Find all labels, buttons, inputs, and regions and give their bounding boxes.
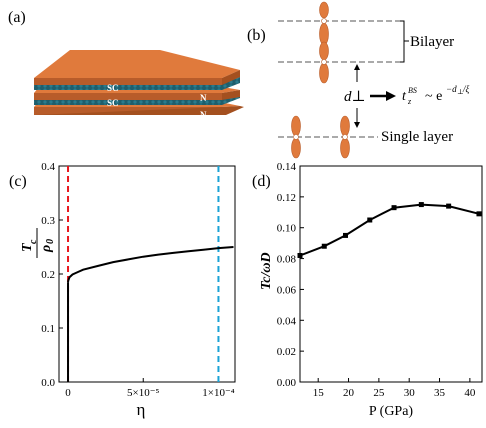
svg-text:BS: BS: [408, 86, 417, 95]
tc-vs-eta-curve: [67, 246, 234, 283]
panel-c-ylabel-den: ρ: [39, 245, 54, 253]
panel-c-ylabel-num-sub: c: [28, 239, 39, 244]
panel-c-xtick-label: 5×10⁻⁵: [127, 387, 160, 399]
svg-text:−d: −d: [446, 84, 457, 94]
panel-c-xtick-label: 1×10⁻⁴: [202, 387, 235, 399]
panel-d-ytick-label: 0.14: [277, 161, 297, 173]
panel-d-xtick-label: 30: [404, 387, 416, 399]
panel-c-ytick-label: 0.3: [41, 215, 55, 227]
panel-d-axes-frame: [299, 165, 483, 383]
layer-label-sc-2: SC: [107, 98, 119, 108]
bottom-interface-beads: [34, 92, 240, 105]
data-point: [321, 243, 327, 249]
layer-label-n-2: N: [200, 110, 207, 120]
data-point: [418, 202, 424, 208]
bottom-slab-bottom-side: [34, 106, 244, 115]
panel-c-axes-frame: [58, 165, 236, 383]
tc-vs-pressure-points: [297, 202, 482, 258]
distance-symbol: d⊥: [344, 89, 366, 105]
bilayer-label: Bilayer: [410, 34, 454, 50]
distance-arrow-up-head: [354, 64, 360, 70]
panel-c-ytick-label: 0.2: [41, 269, 55, 281]
panel-b-label: (b): [247, 27, 266, 44]
svg-text:⊥: ⊥: [457, 88, 464, 96]
panel-d-xlabel: P (GPa): [369, 404, 414, 419]
bilayer-dz2-orbital: [319, 1, 329, 84]
implies-arrow-head: [386, 91, 396, 101]
panel-d-xtick-label: 25: [373, 387, 385, 399]
svg-text:t: t: [402, 89, 407, 104]
bilayer-bracket: [400, 20, 409, 63]
panel-d-y-ticks: 0.00 0.02 0.04 0.06 0.08 0.10 0.12 0.14: [277, 161, 304, 389]
tc-vs-pressure-line: [299, 203, 480, 257]
panel-d-ylabel: Tc/ωD: [259, 252, 274, 290]
panel-c-label: (c): [9, 173, 27, 190]
panel-c-ylabel-num: T: [20, 242, 35, 252]
single-layer-dz2-orbitals: [291, 115, 350, 159]
distance-arrow-down-head: [354, 122, 360, 128]
panel-d-ytick-label: 0.06: [277, 284, 297, 296]
panel-d-ytick-label: 0.12: [277, 192, 296, 204]
panel-a-label: (a): [8, 9, 26, 26]
top-slab-top: [34, 50, 240, 78]
top-slab-right: [222, 70, 240, 85]
layer-label-sc-1: SC: [107, 83, 119, 93]
hopping-formula: t BS z ~ e −d ⊥ /ξ: [402, 84, 470, 106]
data-point: [391, 205, 397, 211]
svg-text:z: z: [407, 97, 412, 106]
data-point: [367, 217, 373, 223]
panel-d-label: (d): [252, 173, 271, 190]
panel-d-ytick-label: 0.10: [277, 223, 297, 235]
panel-c: (c) 0.0 0.1 0.2 0.3 0.4 0 5×10⁻⁵ 1×10⁻⁴ T c ρ …: [9, 161, 236, 419]
data-point: [343, 232, 348, 238]
panel-d-xtick-label: 15: [313, 387, 325, 399]
panel-c-ytick-label: 0.4: [41, 161, 55, 173]
panel-d-x-ticks: 15 20 25 30 35 40: [313, 378, 476, 399]
panel-c-y-ticks: 0.0 0.1 0.2 0.3 0.4: [41, 161, 63, 389]
single-layer-label: Single layer: [381, 129, 453, 145]
top-slab-side: [34, 78, 222, 85]
data-point: [476, 211, 482, 217]
middle-slab-side: [34, 93, 222, 100]
middle-slab-right: [222, 90, 240, 100]
panel-c-ylabel: T c ρ 0: [20, 228, 56, 258]
panel-d-ytick-label: 0.04: [277, 315, 297, 327]
panel-c-xtick-label: 0: [65, 387, 71, 399]
panel-d-xtick-label: 35: [434, 387, 446, 399]
panel-d-ytick-label: 0.00: [277, 377, 297, 389]
layer-label-sc-3: SC: [107, 117, 119, 127]
panel-c-x-ticks: 0 5×10⁻⁵ 1×10⁻⁴: [65, 378, 235, 399]
panel-d-xtick-label: 40: [464, 387, 476, 399]
panel-d-xtick-label: 20: [343, 387, 355, 399]
layer-label-n-1: N: [200, 93, 207, 103]
panel-d: (d) 0.00 0.02 0.04 0.06 0.08 0.10 0.12 0.14 15 2…: [252, 161, 483, 419]
data-point: [297, 252, 303, 258]
data-point: [446, 203, 452, 209]
layer-stack-illustration: [34, 50, 244, 115]
panel-c-ytick-label: 0.0: [41, 377, 55, 389]
panel-d-ylabel-text: Tc/ωD: [259, 252, 274, 290]
panel-c-ytick-label: 0.1: [41, 323, 55, 335]
panel-b: (b) Bilayer d⊥ t BS z ~ e −d: [247, 1, 470, 159]
top-interface-beads: [34, 77, 240, 90]
panel-c-xlabel: η: [137, 400, 146, 419]
svg-text:/ξ: /ξ: [462, 84, 470, 94]
svg-text:~ e: ~ e: [425, 89, 442, 104]
panel-a: (a) SC N SC N SC: [8, 9, 244, 127]
panel-d-ytick-label: 0.02: [277, 346, 296, 358]
panel-d-ytick-label: 0.08: [277, 254, 297, 266]
panel-c-ylabel-den-sub: 0: [45, 239, 56, 244]
